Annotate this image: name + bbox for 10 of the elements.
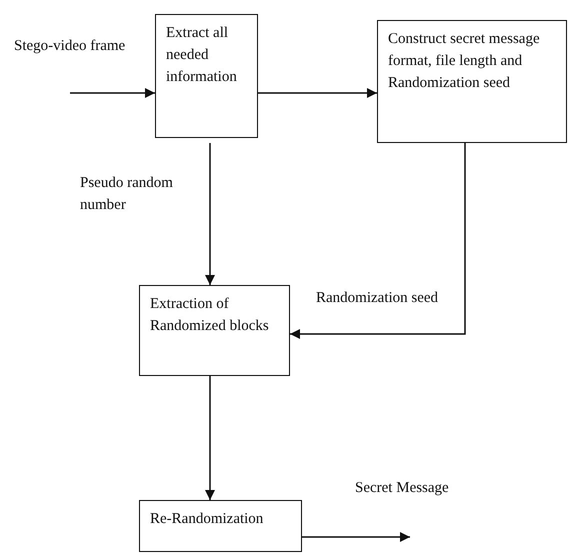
process-box: Construct secret message format, file length and Randomization seed [377, 20, 567, 143]
arrow [205, 143, 215, 285]
arrow [205, 376, 215, 500]
arrow [290, 143, 466, 339]
process-box: Extraction of Randomized blocks [139, 285, 290, 376]
arrow [258, 88, 377, 98]
process-box: Re-Randomization [139, 500, 302, 552]
arrow [70, 88, 155, 98]
arrow [302, 532, 410, 542]
process-box: Extract all needed information [155, 14, 258, 138]
